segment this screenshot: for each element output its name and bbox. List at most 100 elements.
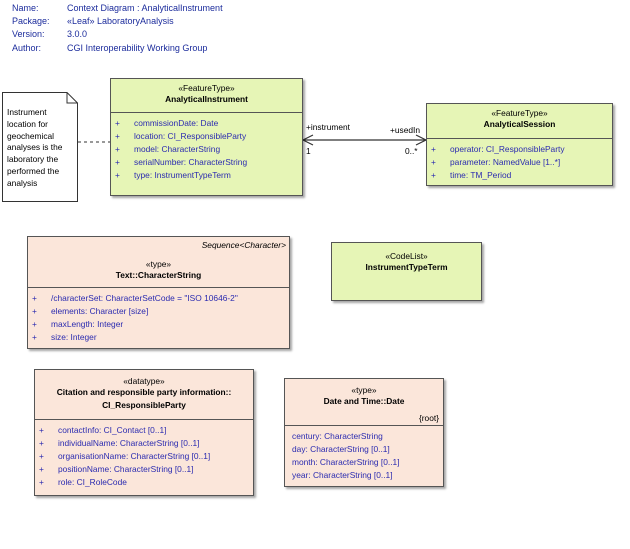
class-header: «FeatureType» AnalyticalSession bbox=[427, 104, 612, 138]
attribute-text: role: CI_RoleCode bbox=[58, 477, 127, 487]
attribute-compartment: +contactInfo: CI_Contact [0..1] + individ… bbox=[35, 419, 253, 489]
class-analytical-instrument[interactable]: «FeatureType» AnalyticalInstrument + comm… bbox=[110, 78, 303, 196]
class-date[interactable]: «type» Date and Time::Date {root} centur… bbox=[284, 378, 444, 487]
attribute-text: year: CharacterString [0..1] bbox=[292, 470, 393, 480]
class-header: «FeatureType» AnalyticalInstrument bbox=[111, 79, 302, 112]
attribute-row: day: CharacterString [0..1] bbox=[292, 443, 443, 456]
association-role-left: +instrument bbox=[306, 122, 350, 132]
header-row-author: Author: CGI Interoperability Working Gro… bbox=[12, 42, 223, 55]
attribute-compartment: + /characterSet: CharacterSetCode = "ISO … bbox=[28, 287, 289, 344]
visibility-marker: + bbox=[115, 118, 120, 128]
class-header: «type» Date and Time::Date {root} bbox=[285, 379, 443, 425]
attribute-row: + location: CI_ResponsibleParty bbox=[115, 130, 302, 143]
header-key: Package: bbox=[12, 16, 50, 27]
attribute-row: +/characterSet: CharacterSetCode = "ISO … bbox=[32, 292, 289, 305]
attribute-row: +positionName: CharacterString [0..1] bbox=[39, 463, 253, 476]
attribute-text: /characterSet: CharacterSetCode = "ISO 1… bbox=[51, 293, 238, 303]
class-character-string[interactable]: Sequence<Character> «type» Text::Charact… bbox=[27, 236, 290, 349]
diagram-header: Name: Context Diagram : AnalyticalInstru… bbox=[12, 2, 223, 55]
attribute-text: individualName: CharacterString [0..1] bbox=[58, 438, 200, 448]
attribute-text: commissionDate: Date bbox=[134, 118, 219, 128]
class-analytical-session[interactable]: «FeatureType» AnalyticalSession + operato… bbox=[426, 103, 613, 186]
class-ci-responsible-party[interactable]: «datatype» Citation and responsible part… bbox=[34, 369, 254, 496]
attribute-row: + commissionDate: Date bbox=[115, 117, 302, 130]
association-multiplicity-left: 1 bbox=[306, 146, 311, 156]
attribute-text: location: CI_ResponsibleParty bbox=[134, 131, 247, 141]
class-name: Date and Time::Date bbox=[323, 396, 405, 406]
attribute-row: + elements: Character [size] bbox=[32, 305, 289, 318]
attribute-row: + parameter: NamedValue [1..*] bbox=[431, 156, 612, 169]
visibility-marker: + bbox=[431, 157, 436, 167]
note-box[interactable]: Instrument location for geochemical anal… bbox=[2, 92, 78, 202]
attribute-text: organisationName: CharacterString [0..1] bbox=[58, 451, 211, 461]
visibility-marker: + bbox=[32, 306, 37, 316]
association-role-right: +usedIn bbox=[390, 125, 421, 135]
attribute-text: parameter: NamedValue [1..*] bbox=[450, 157, 561, 167]
attribute-row: year: CharacterString [0..1] bbox=[292, 469, 443, 482]
attribute-row: + model: CharacterString bbox=[115, 143, 302, 156]
attribute-row: century: CharacterString bbox=[292, 430, 443, 443]
class-name: AnalyticalInstrument bbox=[165, 94, 248, 104]
root-tag: {root} bbox=[418, 413, 439, 423]
attribute-row: + maxLength: Integer bbox=[32, 318, 289, 331]
attribute-row: + organisationName: CharacterString [0..1… bbox=[39, 450, 253, 463]
class-stereotype: «type» bbox=[351, 385, 377, 395]
attribute-text: type: InstrumentTypeTerm bbox=[134, 170, 231, 180]
visibility-marker: + bbox=[115, 144, 120, 154]
visibility-marker: + bbox=[39, 438, 44, 448]
class-header: «datatype» Citation and responsible part… bbox=[35, 370, 253, 419]
visibility-marker: + bbox=[115, 170, 120, 180]
visibility-marker: + bbox=[115, 157, 120, 167]
class-instrument-type-term[interactable]: «CodeList» InstrumentTypeTerm bbox=[331, 242, 482, 301]
visibility-marker: + bbox=[39, 451, 44, 461]
attribute-compartment: + operator: CI_ResponsibleParty + paramete… bbox=[427, 138, 612, 182]
attribute-row: +contactInfo: CI_Contact [0..1] bbox=[39, 424, 253, 437]
attribute-row: + type: InstrumentTypeTerm bbox=[115, 169, 302, 182]
association-arrow-left bbox=[301, 134, 314, 146]
visibility-marker: + bbox=[39, 425, 44, 435]
class-name: Text::CharacterString bbox=[115, 270, 202, 280]
class-stereotype: «FeatureType» bbox=[178, 83, 235, 93]
header-key: Author: bbox=[12, 42, 42, 53]
class-stereotype: «datatype» bbox=[123, 376, 165, 386]
header-value: Context Diagram : AnalyticalInstrument bbox=[67, 3, 223, 13]
attribute-text: size: Integer bbox=[51, 332, 97, 342]
header-row-package: Package: «Leaf» LaboratoryAnalysis bbox=[12, 15, 223, 28]
header-value: CGI Interoperability Working Group bbox=[67, 42, 208, 53]
attribute-text: time: TM_Period bbox=[450, 170, 512, 180]
header-value: «Leaf» LaboratoryAnalysis bbox=[67, 16, 174, 27]
header-key: Name: bbox=[12, 3, 39, 13]
header-key: Version: bbox=[12, 29, 45, 40]
header-row-version: Version: 3.0.0 bbox=[12, 28, 223, 41]
attribute-row: + operator: CI_ResponsibleParty bbox=[431, 143, 612, 156]
visibility-marker: + bbox=[115, 131, 120, 141]
class-name: Citation and responsible party informati… bbox=[56, 387, 232, 397]
attribute-text: operator: CI_ResponsibleParty bbox=[450, 144, 565, 154]
association-multiplicity-right: 0..* bbox=[405, 146, 418, 156]
attribute-row: month: CharacterString [0..1] bbox=[292, 456, 443, 469]
attribute-text: maxLength: Integer bbox=[51, 319, 124, 329]
class-name: InstrumentTypeTerm bbox=[365, 262, 448, 272]
class-name: AnalyticalSession bbox=[483, 119, 556, 129]
visibility-marker: + bbox=[39, 464, 44, 474]
attribute-compartment: century: CharacterString day: CharacterS… bbox=[285, 425, 443, 482]
note-shape bbox=[2, 92, 78, 202]
class-stereotype: «type» bbox=[145, 259, 172, 269]
header-value: 3.0.0 bbox=[67, 29, 88, 40]
class-stereotype: «FeatureType» bbox=[491, 108, 548, 118]
attribute-text: serialNumber: CharacterString bbox=[134, 157, 248, 167]
class-header: «type» Text::CharacterString bbox=[28, 237, 289, 287]
header-row-name: Name: Context Diagram : AnalyticalInstru… bbox=[12, 2, 223, 15]
attribute-text: century: CharacterString bbox=[292, 431, 383, 441]
visibility-marker: + bbox=[431, 170, 436, 180]
class-header: «CodeList» InstrumentTypeTerm bbox=[332, 243, 481, 273]
class-stereotype: «CodeList» bbox=[385, 251, 428, 261]
attribute-row: +role: CI_RoleCode bbox=[39, 476, 253, 489]
attribute-text: model: CharacterString bbox=[134, 144, 221, 154]
attribute-row: + time: TM_Period bbox=[431, 169, 612, 182]
note-text: Instrument location for geochemical anal… bbox=[7, 107, 63, 188]
visibility-marker: + bbox=[32, 319, 37, 329]
attribute-text: elements: Character [size] bbox=[51, 306, 149, 316]
attribute-text: month: CharacterString [0..1] bbox=[292, 457, 400, 467]
visibility-marker: + bbox=[431, 144, 436, 154]
